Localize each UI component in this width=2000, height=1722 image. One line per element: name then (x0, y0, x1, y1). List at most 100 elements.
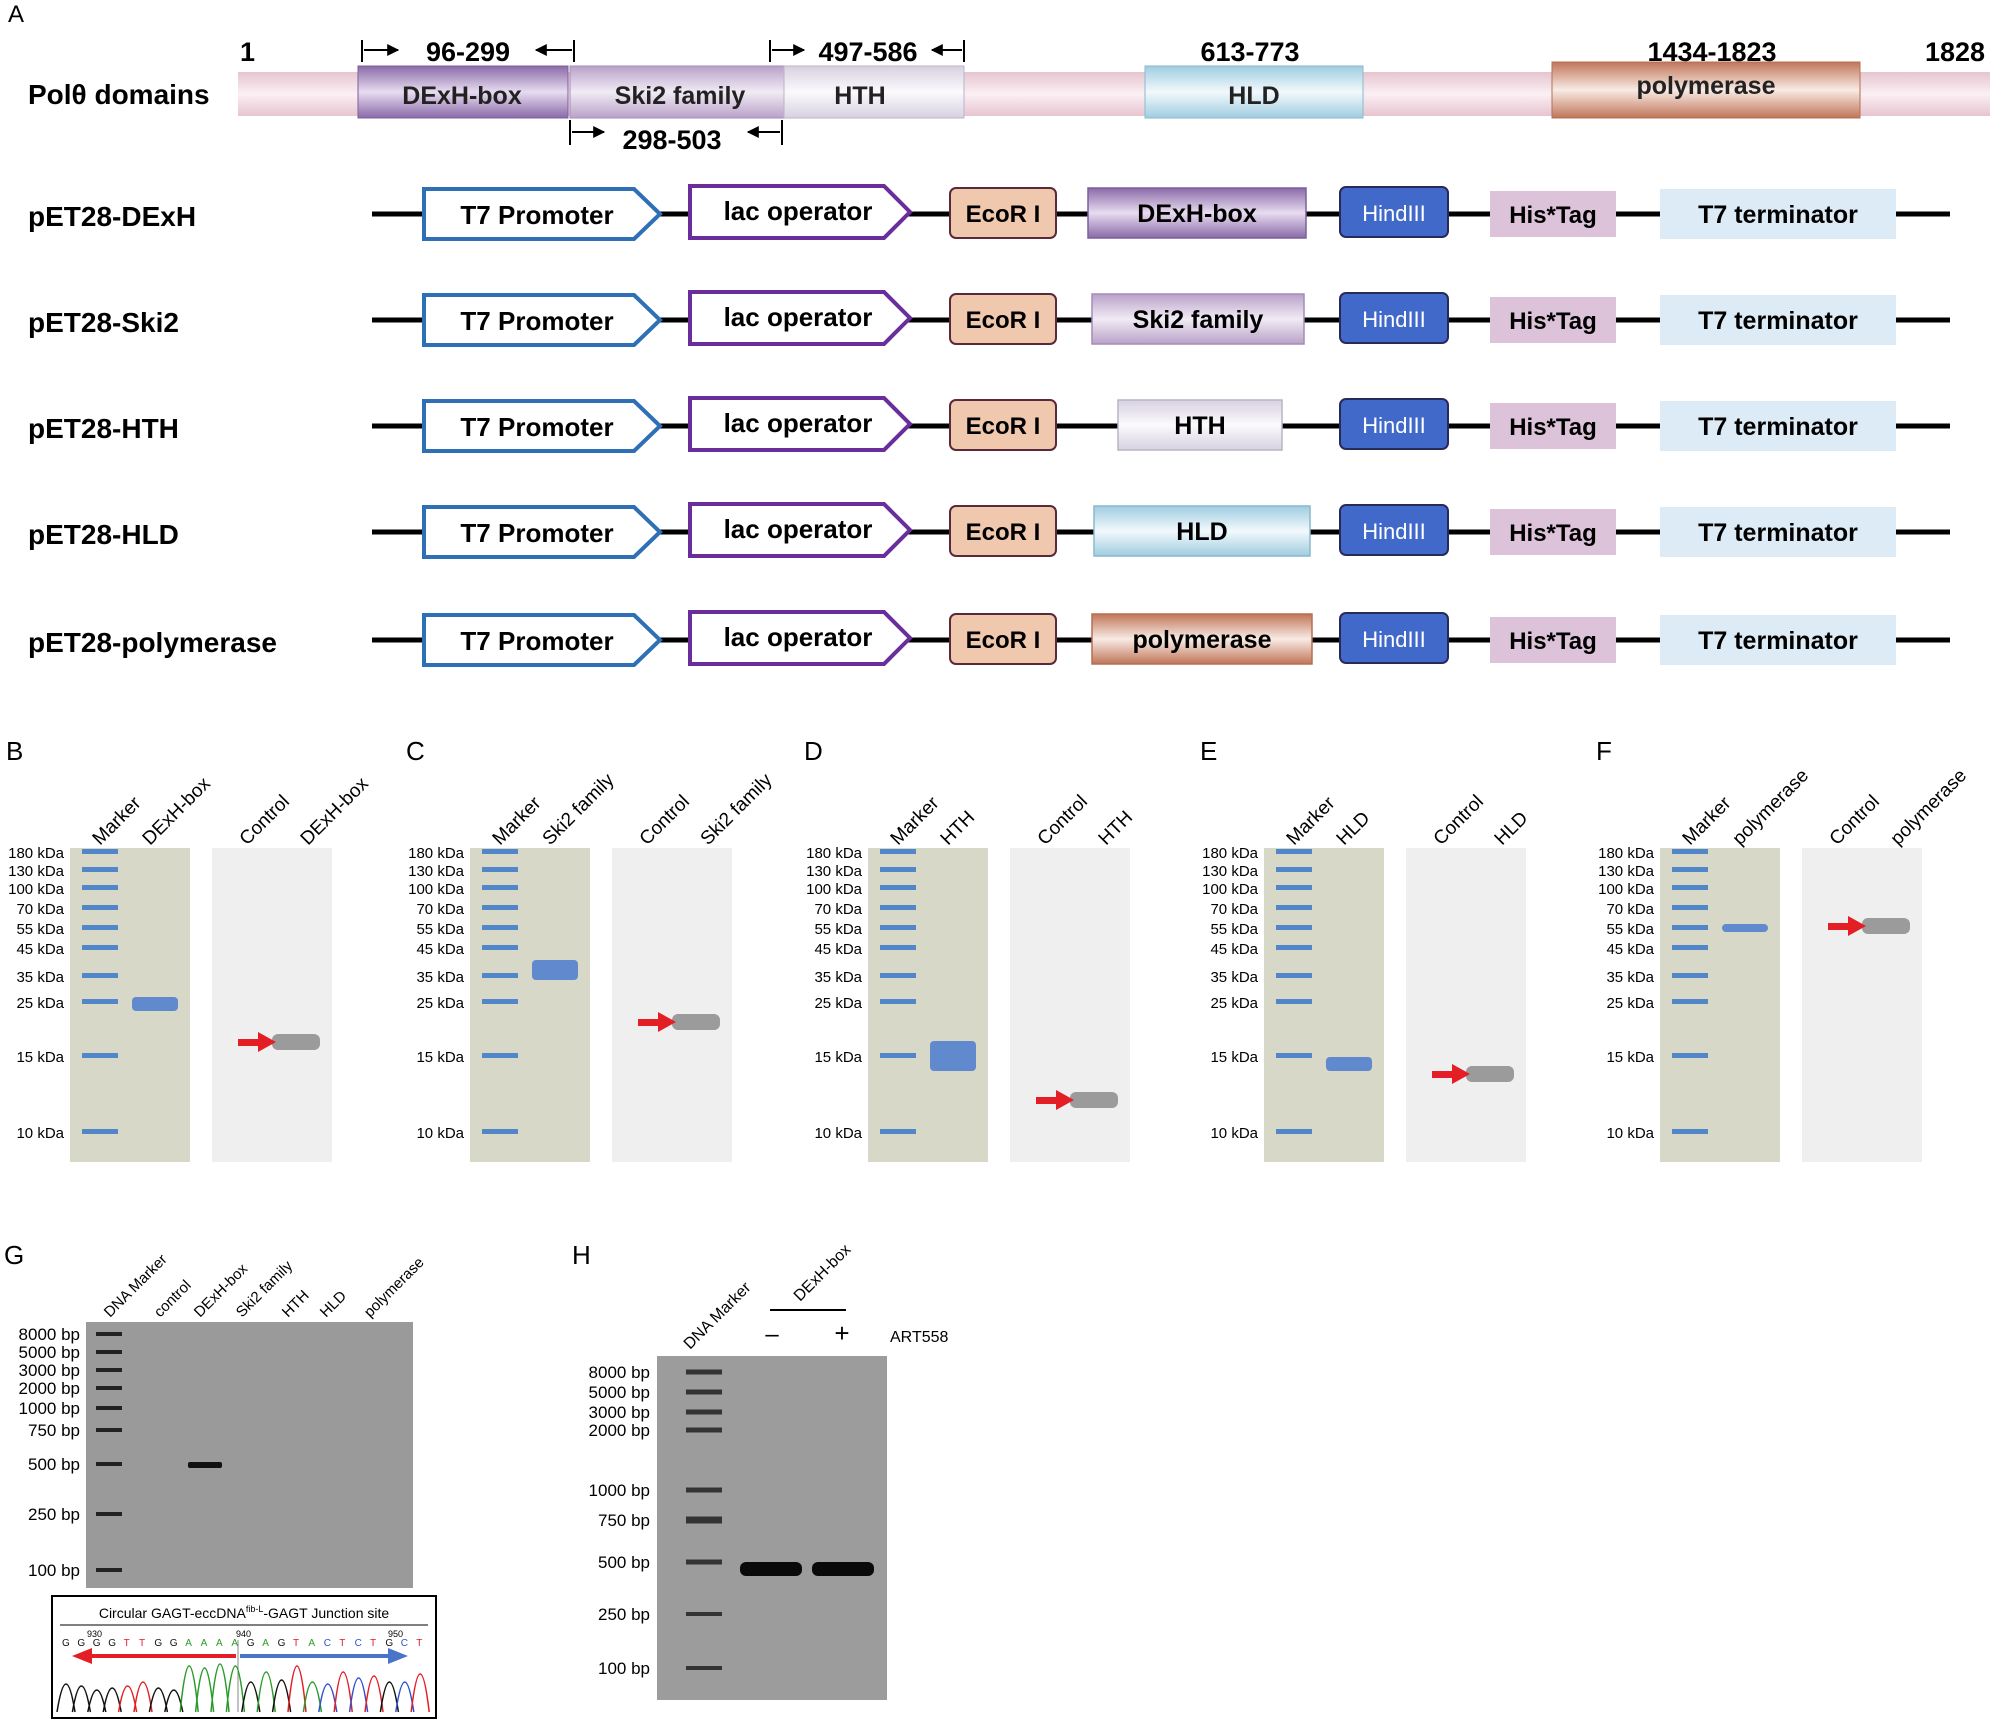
lane-label-sample: HLD (1491, 808, 1533, 850)
ladder-band (686, 1666, 722, 1670)
t7-terminator-site (1660, 615, 1896, 665)
trace-peak (194, 1667, 215, 1713)
marker-band (82, 1053, 118, 1058)
western-blot (212, 848, 332, 1162)
red-arrow (1036, 1090, 1074, 1110)
ladder-band (96, 1462, 122, 1466)
sequence-base: A (216, 1638, 223, 1649)
insert-label: DExH-box (1137, 200, 1257, 228)
bp-marker-label: 100 bp (28, 1561, 80, 1580)
insert-label: HTH (1174, 412, 1225, 440)
ecori-label: EcoR I (966, 519, 1041, 546)
chrom-pos-940: 940 (236, 1629, 251, 1639)
t7-terminator-label: T7 terminator (1698, 627, 1858, 655)
trace-peak (56, 1683, 76, 1713)
blot-band (1070, 1092, 1118, 1108)
marker-band (482, 885, 518, 890)
t7-terminator-site (1660, 507, 1896, 557)
lane-label-marker: Marker (1283, 792, 1340, 849)
histag-site (1490, 617, 1616, 663)
domain-hld (1144, 65, 1364, 119)
kda-marker-label: 100 kDa (408, 881, 465, 898)
bp-marker-label: 5000 bp (19, 1343, 80, 1362)
red-arrow (238, 1032, 276, 1052)
lane-label-control: Control (636, 791, 694, 849)
t7-terminator-site (1660, 401, 1896, 451)
ecori-label: EcoR I (966, 413, 1041, 440)
marker-band (82, 973, 118, 978)
marker-band (82, 999, 118, 1004)
sequence-base: A (201, 1638, 208, 1649)
sequence-base: A (308, 1638, 315, 1649)
sample-band (532, 960, 578, 980)
treatment-label: ART558 (890, 1329, 949, 1346)
kda-marker-label: 70 kDa (1210, 901, 1258, 918)
blot-band (672, 1014, 720, 1030)
kda-marker-label: 130 kDa (408, 863, 465, 880)
lane-label-sample: polymerase (1729, 765, 1813, 849)
kda-marker-label: 35 kDa (1210, 969, 1258, 986)
lac-operator-shape (688, 396, 913, 452)
kda-marker-label: 70 kDa (16, 901, 64, 918)
polq-start: 1 (240, 37, 255, 67)
kda-marker-label: 35 kDa (1606, 969, 1654, 986)
trace-peak (379, 1681, 400, 1713)
sequence-base: A (185, 1638, 192, 1649)
kda-marker-label: 55 kDa (1210, 921, 1258, 938)
lane-label-sample: DExH-box (139, 773, 215, 849)
trace-peak (71, 1685, 92, 1713)
histag-site (1490, 509, 1616, 555)
trace-peak (364, 1675, 384, 1713)
sequence-base: C (324, 1638, 331, 1649)
histag-site (1490, 297, 1616, 343)
hindiii-site (1339, 398, 1449, 450)
sample-band (132, 997, 178, 1011)
kda-marker-label: 45 kDa (814, 941, 862, 958)
ladder-band (686, 1612, 722, 1616)
dna-gel-g (86, 1322, 413, 1588)
t7-terminator-site (1660, 295, 1896, 345)
histag-label: His*Tag (1509, 202, 1597, 229)
ladder-band (96, 1332, 122, 1336)
marker-band (82, 945, 118, 950)
lane-label-sample: HTH (937, 807, 979, 849)
marker-band (82, 925, 118, 930)
marker-band (482, 1129, 518, 1134)
panel-label: F (1596, 736, 1612, 766)
sequence-base: G (62, 1638, 70, 1649)
marker-band (482, 945, 518, 950)
lane-label-sample: Ski2 family (697, 769, 777, 849)
bp-marker-label: 2000 bp (589, 1421, 650, 1440)
bp-marker-label: 500 bp (598, 1553, 650, 1572)
insert-domain (1091, 613, 1313, 665)
panel-label-g: G (4, 1240, 24, 1270)
domain-hld-label: HLD (1228, 82, 1279, 110)
ecori-site (949, 293, 1057, 345)
kda-marker-label: 55 kDa (1606, 921, 1654, 938)
t7-terminator-label: T7 terminator (1698, 201, 1858, 229)
bp-marker-label: 250 bp (598, 1605, 650, 1624)
kda-marker-label: 10 kDa (1210, 1125, 1258, 1142)
marker-band (1276, 925, 1312, 930)
trace-peak (287, 1665, 307, 1713)
insert-label: HLD (1176, 518, 1227, 546)
blot-band (272, 1034, 320, 1050)
ecori-site (949, 187, 1057, 239)
ladder-band (686, 1409, 722, 1415)
sequence-base: G (278, 1638, 286, 1649)
sequence-base: A (262, 1638, 269, 1649)
kda-marker-label: 100 kDa (1202, 881, 1259, 898)
bp-marker-label: 2000 bp (19, 1379, 80, 1398)
kda-marker-label: 45 kDa (416, 941, 464, 958)
hindiii-site (1339, 612, 1449, 664)
sequence-base: G (170, 1638, 178, 1649)
sequence-base: G (154, 1638, 162, 1649)
marker-band (482, 905, 518, 910)
red-arrow (1432, 1064, 1470, 1084)
t7-promoter-label: T7 Promoter (460, 306, 613, 336)
